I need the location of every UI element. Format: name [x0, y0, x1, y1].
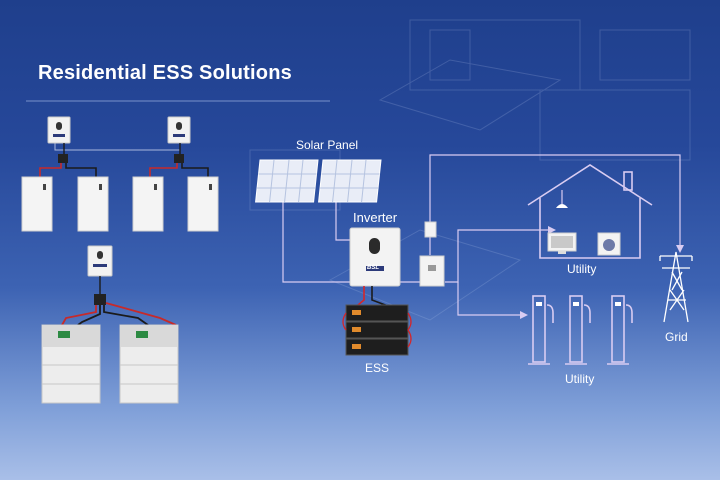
small-inverter-2 [167, 116, 191, 144]
left-systems [21, 116, 219, 232]
tv-icon [547, 232, 577, 254]
grid-tower-icon [659, 251, 693, 323]
house-icon [527, 164, 653, 259]
ev-charger-icon [528, 295, 633, 365]
inverter-icon [349, 227, 401, 287]
brand-logo-inverter: BSL [367, 265, 379, 271]
junction-box-1 [58, 154, 68, 163]
flow-lines [282, 154, 681, 316]
washing-machine-icon [597, 232, 621, 256]
arrowheads [520, 226, 684, 319]
charger-indicator-icon [536, 302, 621, 306]
grid-label: Grid [665, 330, 688, 344]
stacked-battery-system [41, 245, 179, 404]
solar-panel-label: Solar Panel [296, 138, 359, 152]
utility-house-label: Utility [567, 262, 597, 276]
ess-label: ESS [365, 361, 390, 375]
breaker-box-icon [419, 255, 445, 287]
utility-chargers-label: Utility [565, 372, 595, 386]
ess-battery-rack-icon [342, 304, 412, 356]
junction-box-2 [174, 154, 184, 163]
small-inverter-1 [47, 116, 71, 144]
page-title: Residential ESS Solutions [38, 62, 292, 84]
ceiling-lamp-icon [556, 190, 568, 208]
switch-icon [424, 221, 437, 238]
solar-panel-icon [255, 159, 382, 203]
inverter-label: Inverter [353, 210, 398, 225]
wall-battery [21, 176, 219, 232]
